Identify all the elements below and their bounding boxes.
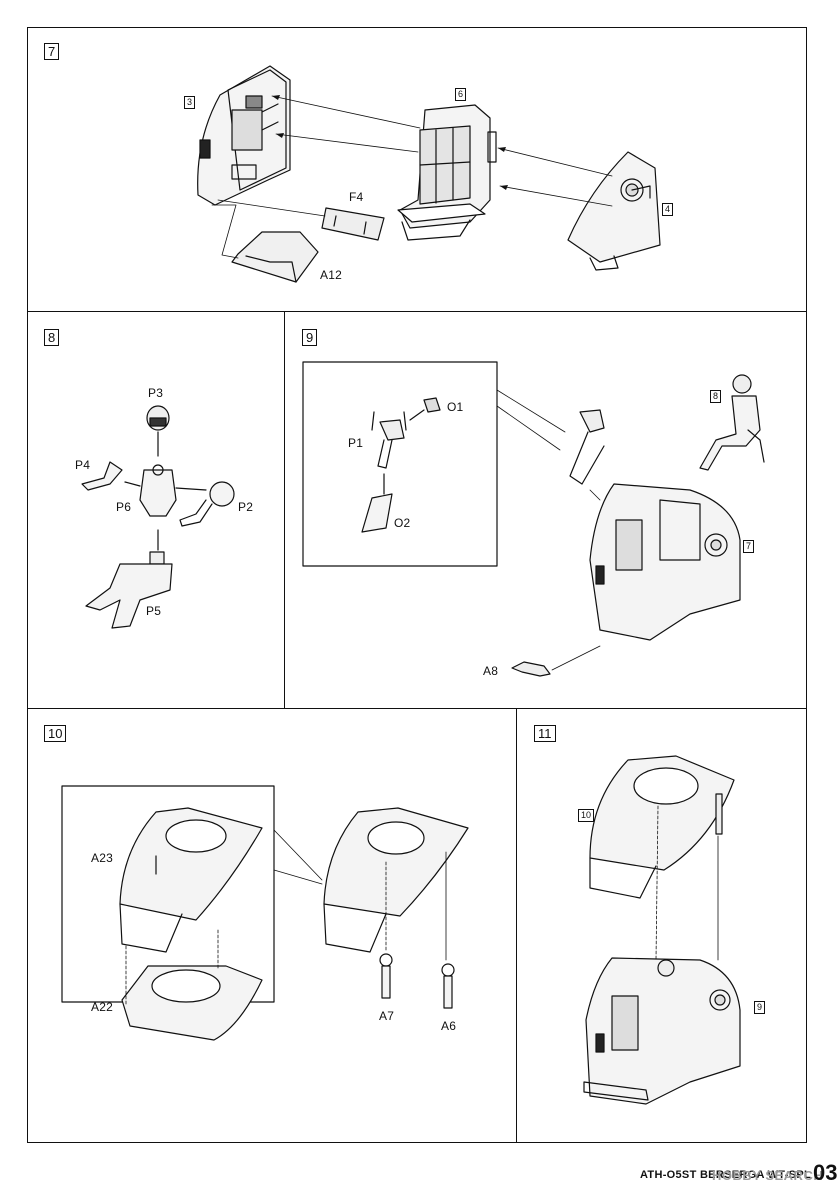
part-label-p2: P2 xyxy=(238,500,254,514)
instruction-sheet-frame xyxy=(27,27,807,1143)
part-label-a7: A7 xyxy=(379,1009,395,1023)
part-label-p1: P1 xyxy=(348,436,364,450)
part-label-o1: O1 xyxy=(447,400,464,414)
ref-step-8: 8 xyxy=(710,390,722,403)
part-label-p5: P5 xyxy=(146,604,162,618)
part-label-p4: P4 xyxy=(75,458,91,472)
step-number-8: 8 xyxy=(44,329,60,346)
step-7-panel xyxy=(27,27,807,312)
ref-step-4: 4 xyxy=(662,203,674,216)
step-number-11: 11 xyxy=(534,725,556,742)
part-label-a22: A22 xyxy=(91,1000,113,1014)
part-label-p3: P3 xyxy=(148,386,164,400)
ref-step-10: 10 xyxy=(578,809,595,822)
step-number-7: 7 xyxy=(44,43,60,60)
ref-step-6: 6 xyxy=(455,88,467,101)
watermark: HOBBY SEARCH xyxy=(712,1168,824,1183)
product-code: ATH-O5ST BERSERGA WT-SPL xyxy=(640,1169,811,1181)
part-label-a8: A8 xyxy=(483,664,499,678)
step-10-panel xyxy=(27,709,517,1143)
ref-step-7: 7 xyxy=(743,540,755,553)
ref-step-3: 3 xyxy=(184,96,196,109)
part-label-a12: A12 xyxy=(320,268,342,282)
page-number: 03 xyxy=(813,1160,838,1185)
step-number-9: 9 xyxy=(302,329,318,346)
part-label-a6: A6 xyxy=(441,1019,457,1033)
part-label-p6: P6 xyxy=(116,500,132,514)
step-number-10: 10 xyxy=(44,725,67,742)
part-label-o2: O2 xyxy=(394,516,411,530)
ref-step-9: 9 xyxy=(754,1001,766,1014)
step-8-panel xyxy=(27,312,285,709)
step-9-panel xyxy=(285,312,807,709)
part-label-a23: A23 xyxy=(91,851,113,865)
part-label-f4: F4 xyxy=(349,190,364,204)
